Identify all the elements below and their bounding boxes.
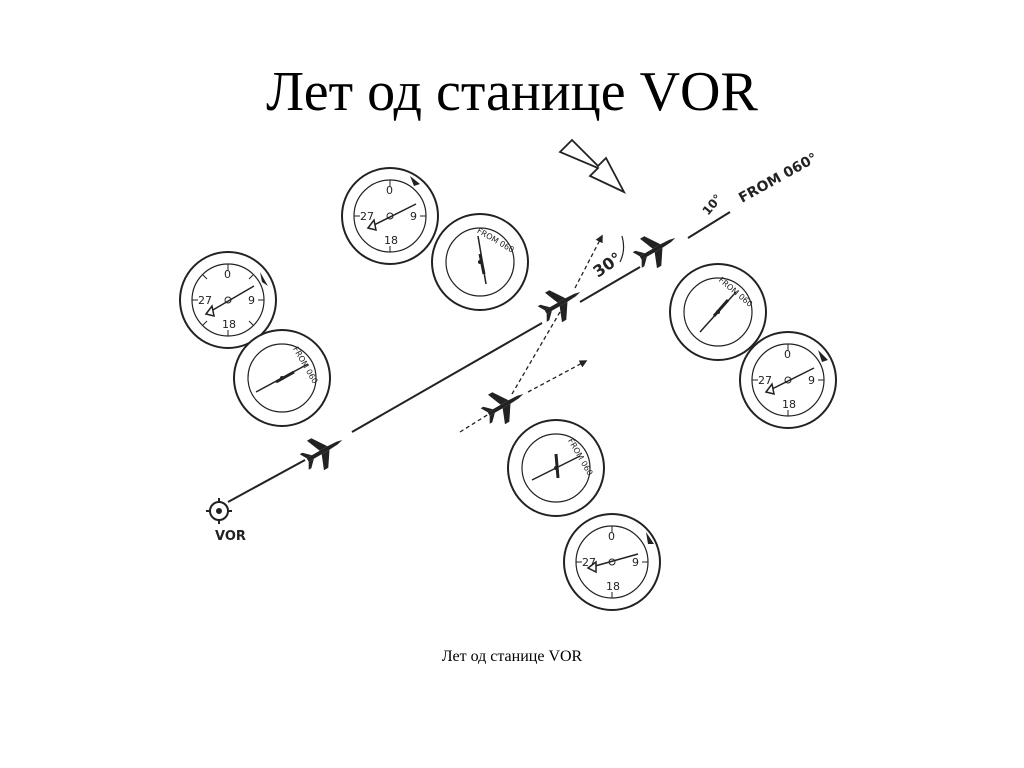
card-south: 18 xyxy=(782,398,796,411)
course-deviation-indicator: FROM 060 xyxy=(669,263,767,361)
airplane-icon xyxy=(533,277,589,329)
heading-indicator: 0 9 18 27 xyxy=(179,251,277,349)
card-east: 9 xyxy=(410,210,417,223)
card-east: 9 xyxy=(248,294,255,307)
vor-station-label: VOR xyxy=(215,529,246,544)
course-deviation-indicator: FROM 060 xyxy=(431,213,529,311)
card-south: 18 xyxy=(606,580,620,593)
radial-label: FROM 060° xyxy=(736,150,820,206)
slide-caption: Лет од станице VOR xyxy=(441,648,583,665)
radial-course-line xyxy=(227,211,731,503)
card-north: 0 xyxy=(224,268,231,281)
card-west: 27 xyxy=(758,374,772,387)
card-east: 9 xyxy=(632,556,639,569)
intercept-angle-label: 30° xyxy=(589,248,625,281)
airplane-icon xyxy=(476,379,532,431)
card-south: 18 xyxy=(222,318,236,331)
correction-angle-label: 10° xyxy=(700,192,725,218)
airplane-icon xyxy=(295,425,351,477)
course-deviation-indicator: FROM 060 xyxy=(507,419,605,517)
wind-arrow-icon xyxy=(558,138,627,194)
intercept-angle-arc xyxy=(619,235,625,263)
card-west: 27 xyxy=(198,294,212,307)
airplane-icon xyxy=(628,223,684,275)
heading-indicator: 0 9 18 27 xyxy=(739,331,837,429)
slide-title: Лет од станице VOR xyxy=(266,61,758,123)
card-east: 9 xyxy=(808,374,815,387)
intercept-path xyxy=(459,234,603,433)
vor-station-icon xyxy=(206,498,232,524)
heading-indicator: 0 9 18 27 xyxy=(341,167,439,265)
card-south: 18 xyxy=(384,234,398,247)
course-deviation-indicator: FROM 060 xyxy=(233,329,331,427)
card-north: 0 xyxy=(386,184,393,197)
card-north: 0 xyxy=(608,530,615,543)
heading-indicator: 0 9 18 27 xyxy=(563,513,661,611)
card-north: 0 xyxy=(784,348,791,361)
card-west: 27 xyxy=(360,210,374,223)
